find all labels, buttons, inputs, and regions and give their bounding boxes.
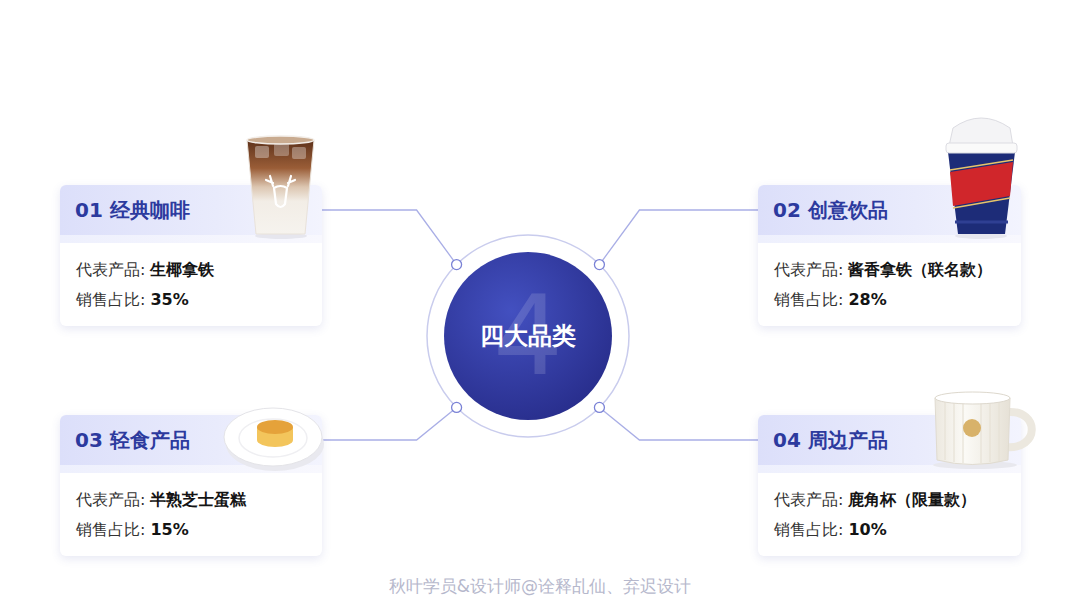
category-heading: 01 经典咖啡: [75, 197, 190, 224]
iced-latte-photo: [247, 136, 314, 239]
field-value: 生椰拿铁: [150, 260, 214, 279]
connector-line: [322, 210, 457, 265]
field-value: 酱香拿铁（联名款）: [848, 260, 992, 279]
field-row: 代表产品: 半熟芝士蛋糕: [76, 485, 246, 515]
field-line: 销售占比: 35%: [76, 285, 306, 315]
field-row: 代表产品: 生椰拿铁: [76, 255, 214, 285]
cheese-cake-photo: [224, 408, 324, 471]
card-body: 代表产品: 半熟芝士蛋糕销售占比: 15%: [60, 473, 322, 556]
watermark-text: 秋叶学员&设计师@诠释乩仙、弃迟设计: [0, 575, 1080, 598]
field-row: 代表产品: 酱香拿铁（联名款）: [774, 255, 992, 285]
connector-line: [322, 407, 457, 440]
field-label: 销售占比:: [76, 520, 145, 539]
field-value: 半熟芝士蛋糕: [150, 490, 246, 509]
field-line: 销售占比: 10%: [774, 515, 1005, 545]
connector-line: [599, 210, 758, 265]
field-value: 28%: [848, 290, 886, 309]
field-line: 代表产品: 半熟芝士蛋糕: [76, 485, 306, 515]
field-label: 代表产品:: [774, 260, 843, 279]
field-value: 35%: [150, 290, 188, 309]
field-line: 销售占比: 28%: [774, 285, 1005, 315]
field-value: 10%: [848, 520, 886, 539]
connector-line: [599, 407, 758, 440]
field-label: 销售占比:: [774, 520, 843, 539]
category-heading: 04 周边产品: [773, 427, 888, 454]
field-line: 代表产品: 生椰拿铁: [76, 255, 306, 285]
field-row: 销售占比: 10%: [774, 515, 887, 545]
card-body: 代表产品: 鹿角杯（限量款） 销售占比: 10%: [758, 473, 1021, 556]
category-heading: 02 创意饮品: [773, 197, 888, 224]
antler-mug-photo: [933, 392, 1032, 469]
field-label: 代表产品:: [774, 490, 843, 509]
category-heading: 03 轻食产品: [75, 427, 190, 454]
field-line: 销售占比: 15%: [76, 515, 306, 545]
field-label: 销售占比:: [774, 290, 843, 309]
field-line: 代表产品: 鹿角杯（限量款）: [774, 485, 1005, 515]
card-body: 代表产品: 酱香拿铁（联名款） 销售占比: 28%: [758, 243, 1021, 326]
field-label: 销售占比:: [76, 290, 145, 309]
hub-circle: 4四大品类: [426, 234, 630, 438]
field-row: 销售占比: 15%: [76, 515, 189, 545]
field-line: 代表产品: 酱香拿铁（联名款）: [774, 255, 1005, 285]
field-value: 鹿角杯（限量款）: [848, 490, 976, 509]
field-label: 代表产品:: [76, 490, 145, 509]
field-label: 代表产品:: [76, 260, 145, 279]
field-row: 代表产品: 鹿角杯（限量款）: [774, 485, 976, 515]
hub-title: 四大品类: [480, 320, 576, 352]
field-row: 销售占比: 35%: [76, 285, 189, 315]
field-row: 销售占比: 28%: [774, 285, 887, 315]
luckin-cup-photo: [946, 118, 1017, 239]
field-value: 15%: [150, 520, 188, 539]
card-body: 代表产品: 生椰拿铁销售占比: 35%: [60, 243, 322, 326]
